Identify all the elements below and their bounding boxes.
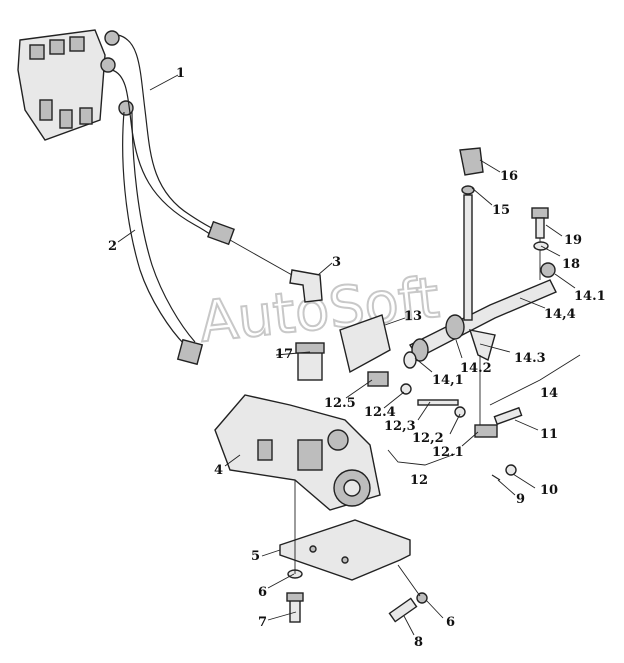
bolt-19 <box>531 207 549 239</box>
callout-12-4: 12.4 <box>364 405 396 420</box>
callout-12: 12 <box>410 473 428 488</box>
bolt-11 <box>493 406 523 426</box>
rod-assembly-12 <box>367 371 498 438</box>
valve-housing-4 <box>214 394 381 511</box>
callout-14-1a: 14,1 <box>432 373 464 388</box>
callout-12-5: 12.5 <box>324 396 356 411</box>
bolt-8 <box>388 564 428 623</box>
callout-14: 14 <box>540 386 558 401</box>
callout-18: 18 <box>562 257 580 272</box>
callout-15: 15 <box>492 203 510 218</box>
callout-16: 16 <box>500 169 518 184</box>
callout-1: 1 <box>176 66 185 81</box>
bracket-13 <box>339 314 391 374</box>
callout-labels: 1 2 3 4 5 6 6 7 8 9 10 11 12 12.1 12,2 1… <box>108 66 606 650</box>
leader-lines <box>117 74 581 636</box>
callout-14-2: 14.2 <box>460 361 492 376</box>
callout-14-3: 14.3 <box>514 351 546 366</box>
elbow-fitting-3 <box>229 239 323 303</box>
callout-12-1: 12.1 <box>432 445 464 460</box>
knob-16 <box>459 147 484 176</box>
bolt-7 <box>286 480 304 623</box>
callout-12-2: 12,2 <box>412 431 444 446</box>
adapter-17 <box>295 342 325 381</box>
callout-14-4: 14,4 <box>544 307 576 322</box>
shaft-assembly-14 <box>403 235 557 425</box>
callout-3: 3 <box>332 255 341 270</box>
hose-2 <box>122 111 204 366</box>
callout-10: 10 <box>540 483 558 498</box>
callout-7: 7 <box>258 615 267 630</box>
hose-1 <box>111 34 235 246</box>
washer-10 <box>505 464 517 476</box>
callout-9: 9 <box>516 492 525 507</box>
callout-2: 2 <box>108 239 117 254</box>
callout-14-1b: 14.1 <box>574 289 606 304</box>
callout-8: 8 <box>414 635 423 650</box>
callout-11: 11 <box>540 427 558 442</box>
callout-17: 17 <box>275 347 293 362</box>
callout-12-3: 12,3 <box>384 419 416 434</box>
distributor-unit <box>17 29 134 141</box>
callout-4: 4 <box>214 463 223 478</box>
callout-13: 13 <box>404 309 422 324</box>
callout-6a: 6 <box>258 585 267 600</box>
callout-6b: 6 <box>446 615 455 630</box>
callout-5: 5 <box>251 549 260 564</box>
lever-15 <box>461 185 475 321</box>
pin-9 <box>491 474 501 481</box>
callout-19: 19 <box>564 233 582 248</box>
mounting-plate-5 <box>279 519 411 581</box>
